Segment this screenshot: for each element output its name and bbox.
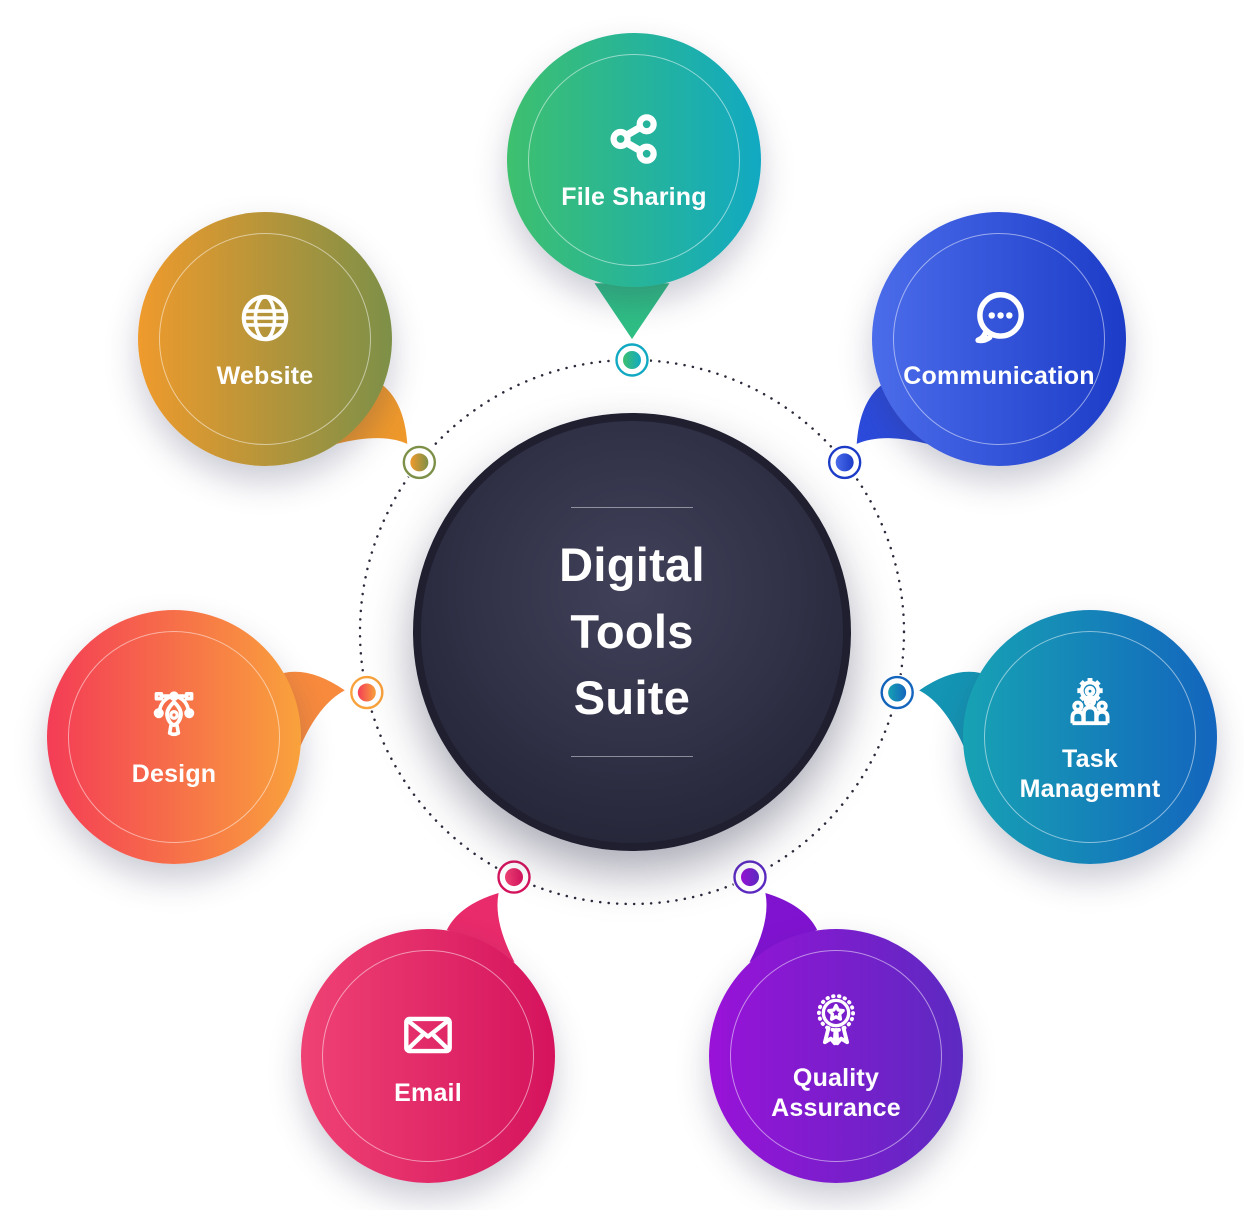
globe-icon [234, 287, 296, 349]
bubble-label: Design [131, 759, 217, 788]
top-divider-line [571, 506, 693, 508]
bubble-communication: Communication [872, 212, 1126, 466]
tail-quality-assurance [749, 893, 818, 963]
bubble-label: Quality Assurance [771, 1063, 901, 1123]
bubble-label: File Sharing [561, 182, 707, 211]
bubble-file-sharing: File Sharing [507, 33, 761, 287]
title-line-1: Digital [559, 537, 705, 591]
connector-dot-communication [835, 453, 854, 472]
bubble-task-management: Task Managemnt [963, 610, 1217, 864]
connector-dot-quality-assurance [740, 868, 759, 887]
connector-dot-email [505, 868, 524, 887]
connector-dot-ring [497, 860, 531, 894]
connector-dot-file-sharing [623, 351, 641, 369]
bubble-design: Design [47, 610, 301, 864]
connector-dot-ring [733, 860, 767, 894]
connector-dot-ring [615, 343, 649, 377]
connector-dot-task-management [888, 683, 907, 702]
chat-dots-icon [968, 287, 1030, 349]
pen-tool-icon [143, 685, 205, 747]
bubble-label: Task Managemnt [1019, 744, 1161, 804]
share-icon [603, 108, 665, 170]
connector-dot-website [410, 453, 429, 472]
bubble-website: Website [138, 212, 392, 466]
title-line-3: Suite [573, 671, 691, 725]
connector-dot-design [357, 683, 376, 702]
bubble-email: Email [301, 929, 555, 1183]
connector-dot-ring [402, 445, 437, 480]
bubble-label: Communication [903, 361, 1095, 390]
connector-dot-ring [350, 675, 384, 710]
bubble-label: Website [216, 361, 314, 390]
tail-email [446, 893, 515, 963]
bubble-quality-assurance: Quality Assurance [709, 929, 963, 1183]
connector-dot-ring [827, 445, 862, 480]
envelope-icon [397, 1004, 459, 1066]
medal-star-icon [805, 989, 867, 1051]
diagram-title: Digital Tools Suite [559, 532, 705, 732]
title-line-2: Tools [570, 604, 694, 658]
bottom-divider-line [571, 756, 693, 758]
bubble-label: Email [394, 1078, 462, 1107]
gear-team-icon [1059, 670, 1121, 732]
dotted-orbit-ring [358, 358, 906, 906]
connector-dot-ring [880, 675, 914, 710]
center-circle: Digital Tools Suite [413, 413, 851, 851]
tail-file-sharing [594, 283, 670, 339]
